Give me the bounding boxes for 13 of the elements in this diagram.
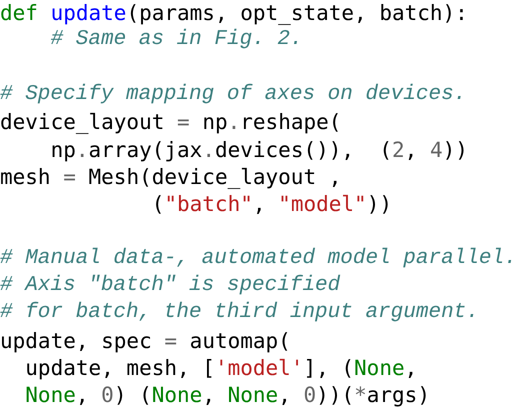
code-comment: # Same as in Fig. 2. — [50, 27, 303, 54]
code-line: mesh = Mesh(device_layout , — [0, 164, 342, 190]
code-comment: # Manual data-, automated model parallel. — [0, 246, 517, 272]
code-line: device_layout = np.reshape( — [0, 109, 342, 136]
code-line: update, spec = automap( — [0, 328, 291, 354]
code-comment: # for batch, the third input argument. — [0, 300, 479, 326]
code-line: ("batch", "model")) — [152, 191, 392, 218]
code-line: None, 0) (None, None, 0))(*args) — [25, 382, 430, 408]
code-line: def update(params, opt_state, batch): — [0, 0, 468, 26]
code-comment: # Specify mapping of axes on devices. — [0, 82, 466, 108]
code-line: update, mesh, ['model'], (None, — [25, 354, 418, 381]
code-line: np.array(jax.devices()), (2, 4)) — [50, 136, 468, 162]
code-comment: # Axis "batch" is specified — [0, 273, 340, 299]
